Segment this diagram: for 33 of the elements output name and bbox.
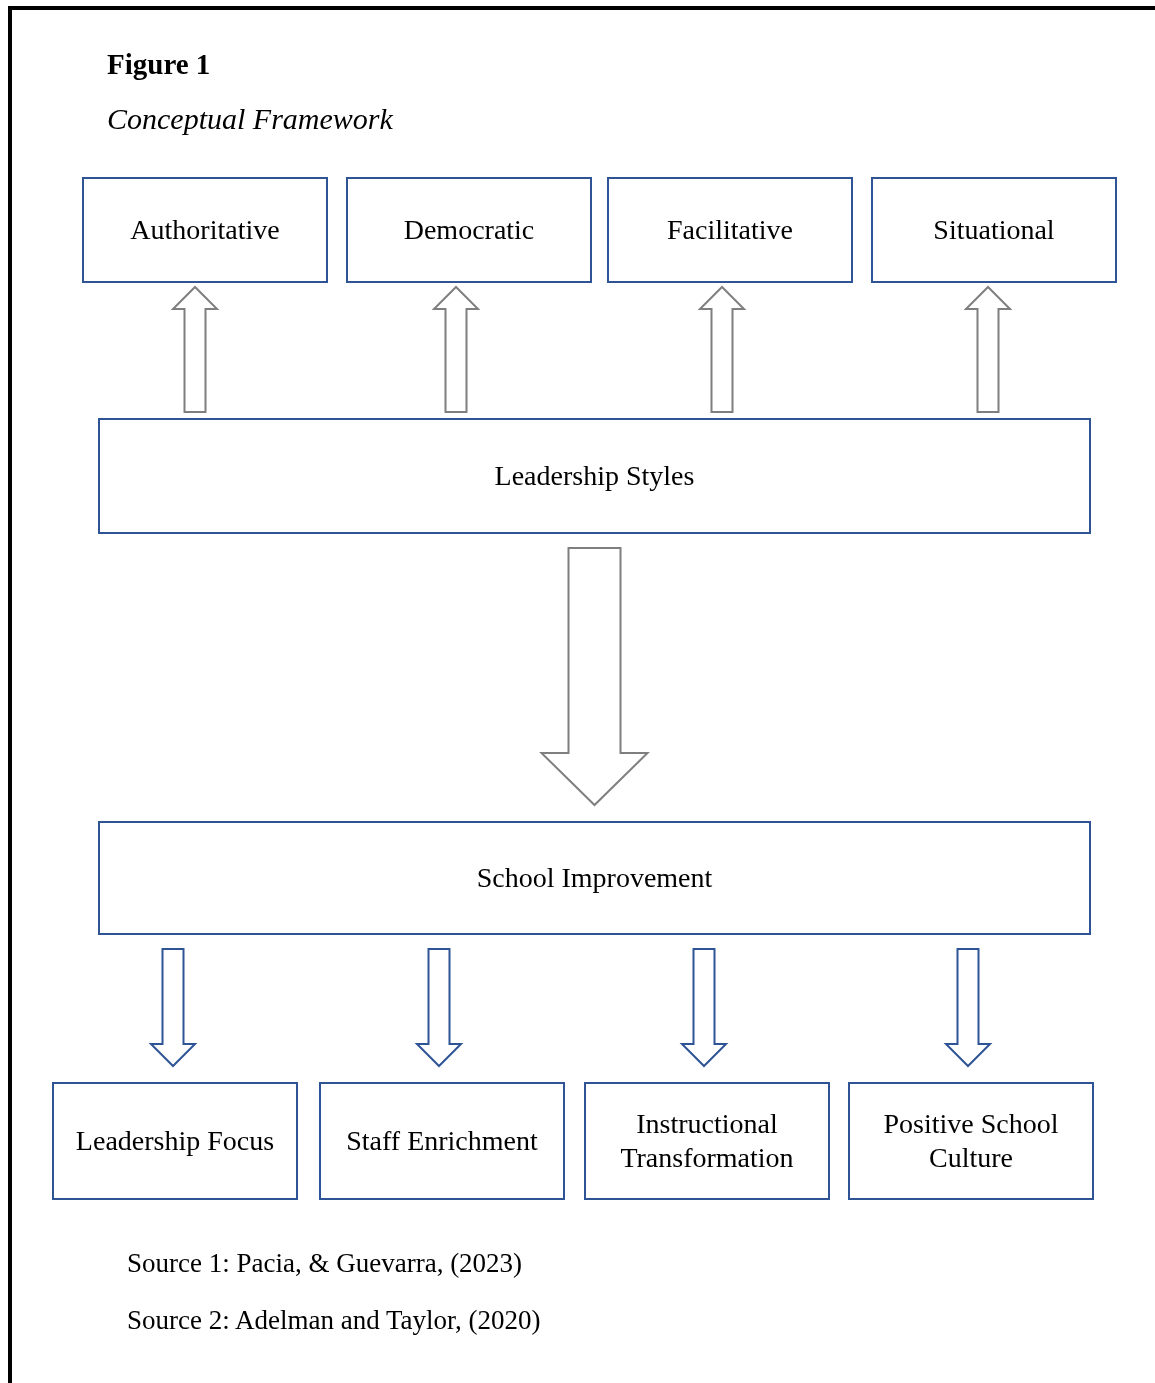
concept-box <box>607 177 853 283</box>
concept-box <box>848 1082 1094 1200</box>
concept-box <box>98 418 1091 534</box>
concept-box <box>319 1082 565 1200</box>
concept-box <box>98 821 1091 935</box>
block-arrow <box>963 285 1013 413</box>
concept-box <box>82 177 328 283</box>
concept-box <box>52 1082 298 1200</box>
block-arrow <box>414 948 464 1068</box>
box-text: Democratic <box>403 213 535 247</box>
source-note: Source 2: Adelman and Taylor, (2020) <box>127 1305 541 1336</box>
box-text: Instructional Transformation <box>619 1107 795 1175</box>
box-text: Situational <box>933 213 1055 247</box>
box-text: Authoritative <box>130 213 280 247</box>
concept-box <box>871 177 1117 283</box>
box-text: Leadership Styles <box>494 459 695 493</box>
figure-caption: Conceptual Framework <box>107 102 393 136</box>
box-text: Leadership Focus <box>75 1124 275 1158</box>
concept-box <box>584 1082 830 1200</box>
block-arrow <box>539 547 650 807</box>
source-note: Source 1: Pacia, & Guevarra, (2023) <box>127 1248 523 1279</box>
box-text: Facilitative <box>667 213 793 247</box>
block-arrow <box>697 285 747 413</box>
box-text: Positive School Culture <box>882 1107 1060 1175</box>
block-arrow <box>148 948 198 1068</box>
block-arrow <box>431 285 481 413</box>
block-arrow <box>679 948 729 1068</box>
figure-title: Figure 1 <box>107 48 211 81</box>
block-arrow <box>943 948 993 1068</box>
box-text: Staff Enrichment <box>346 1124 538 1158</box>
box-text: School Improvement <box>476 861 713 895</box>
concept-box <box>346 177 592 283</box>
block-arrow <box>170 285 220 413</box>
